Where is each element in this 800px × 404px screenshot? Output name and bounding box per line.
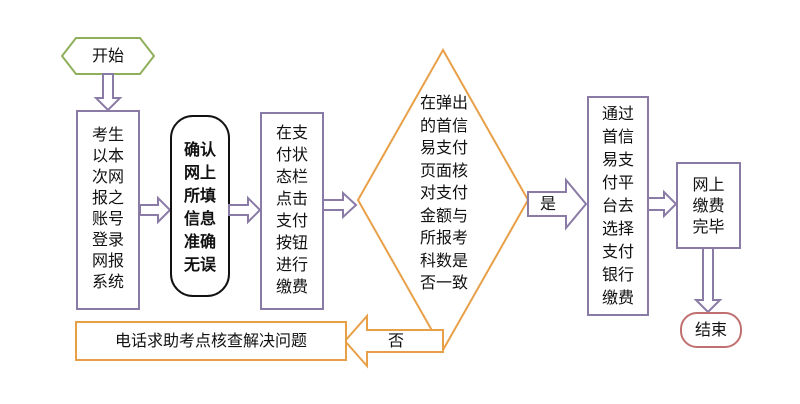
arrow-no-to-help: [343, 313, 444, 369]
pay-button-node-shape: [260, 112, 324, 310]
end-node-label: 结束: [694, 320, 727, 339]
arrow-confirm-to-pay: [228, 195, 262, 225]
arrow-pay-to-check: [322, 190, 358, 220]
bank-node-label: 通过 首信 易支 付平 台去 选择 支付 银行 缴费: [601, 104, 634, 307]
arrow-start-to-login: [93, 73, 123, 112]
yes-edge-label: 是: [539, 194, 556, 213]
done-node-label: 网上 缴费 完毕: [692, 175, 725, 236]
start-node-shape: [60, 37, 156, 75]
end-node-shape: [680, 312, 742, 348]
arrow-yes-to-bank: [527, 177, 588, 231]
start-node-label: 开始: [91, 46, 124, 65]
check-decision-label: 在弹出 的首信 易支付 页面核 对支付 金额与 所报考 科数是 否一致: [419, 93, 468, 292]
arrow-login-to-confirm: [139, 195, 172, 225]
help-node-shape: [75, 321, 347, 361]
help-node-label: 电话求助考点核查解决问题: [114, 331, 307, 350]
bank-node-shape: [587, 96, 649, 316]
login-node-shape: [76, 110, 140, 310]
arrow-done-to-end: [693, 247, 723, 314]
no-edge-label: 否: [387, 331, 404, 350]
arrow-bank-to-done: [647, 189, 678, 219]
login-node-label: 考生 以本 次网 报之 账号 登录 网报 系统: [91, 125, 124, 291]
confirm-node-label: 确认 网上 所填 信息 准确 无误: [183, 140, 216, 274]
pay-button-node-label: 在支 付状 态栏 点击 支付 按钮 进行 缴费: [275, 123, 308, 296]
